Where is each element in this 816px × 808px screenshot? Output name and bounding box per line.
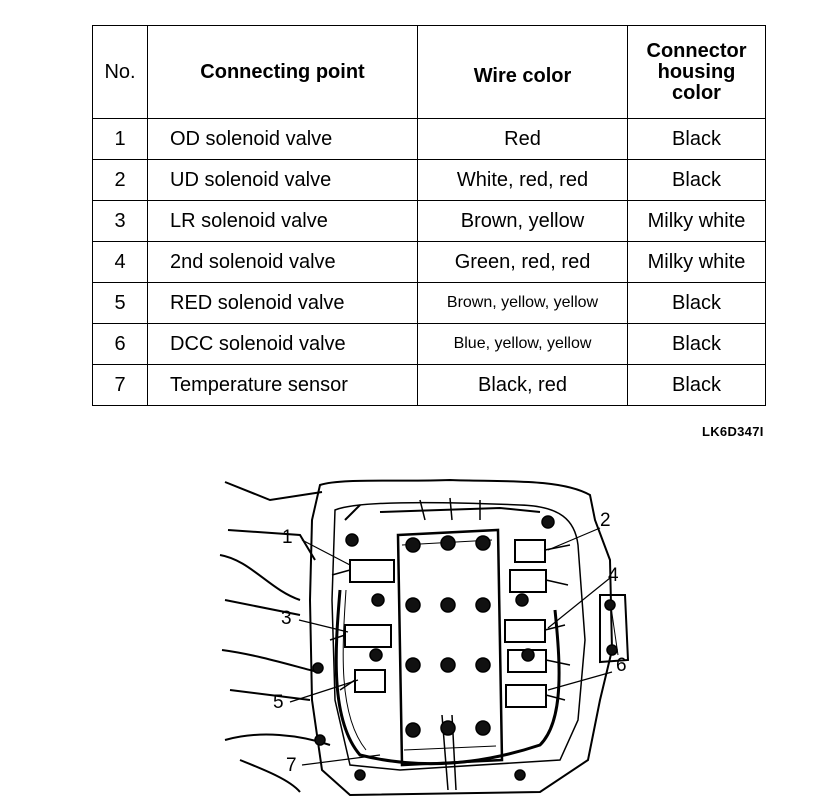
cell-connecting-point: OD solenoid valve — [147, 118, 418, 160]
callout-1: 1 — [282, 527, 293, 548]
cell-no: 1 — [92, 118, 148, 160]
table-row: 7 Temperature sensor Black, red Black — [92, 364, 766, 406]
callout-2: 2 — [600, 510, 611, 531]
cell-housing-color: Black — [627, 364, 766, 406]
cell-housing-color: Black — [627, 159, 766, 201]
callout-5: 5 — [273, 692, 284, 713]
cell-housing-color: Black — [627, 323, 766, 365]
cell-wire-color: White, red, red — [417, 159, 628, 201]
header-housing-line-3: color — [672, 81, 721, 104]
cell-housing-color: Milky white — [627, 200, 766, 242]
cell-no: 3 — [92, 200, 148, 242]
table-row: 2 UD solenoid valve White, red, red Blac… — [92, 159, 766, 201]
cell-no: 7 — [92, 364, 148, 406]
cell-wire-color: Black, red — [417, 364, 628, 406]
header-connecting-point: Connecting point — [147, 25, 418, 119]
cell-connecting-point: DCC solenoid valve — [147, 323, 418, 365]
connector-table: No. Connecting point Wire color Connecto… — [92, 25, 766, 406]
cell-wire-color: Blue, yellow, yellow — [417, 323, 628, 365]
callout-3: 3 — [281, 608, 292, 629]
table-row: 5 RED solenoid valve Brown, yellow, yell… — [92, 282, 766, 324]
table-row: 4 2nd solenoid valve Green, red, red Mil… — [92, 241, 766, 283]
cell-housing-color: Milky white — [627, 241, 766, 283]
table-header-row: No. Connecting point Wire color Connecto… — [92, 25, 766, 119]
cell-no: 6 — [92, 323, 148, 365]
cell-wire-color: Green, red, red — [417, 241, 628, 283]
cell-housing-color: Black — [627, 282, 766, 324]
callout-6: 6 — [616, 655, 627, 676]
cell-wire-color: Brown, yellow, yellow — [417, 282, 628, 324]
cell-connecting-point: 2nd solenoid valve — [147, 241, 418, 283]
cell-connecting-point: UD solenoid valve — [147, 159, 418, 201]
header-housing-line-2: housing — [657, 60, 736, 83]
header-housing-line-1: Connector — [646, 39, 747, 62]
header-no: No. — [92, 25, 148, 119]
cell-connecting-point: Temperature sensor — [147, 364, 418, 406]
figure-code: LK6D347I — [702, 424, 764, 439]
table-row: 6 DCC solenoid valve Blue, yellow, yello… — [92, 323, 766, 365]
cell-connecting-point: LR solenoid valve — [147, 200, 418, 242]
callout-7: 7 — [286, 755, 297, 776]
header-connector-housing-color: Connector housing color — [627, 25, 766, 119]
callout-4: 4 — [608, 565, 619, 586]
